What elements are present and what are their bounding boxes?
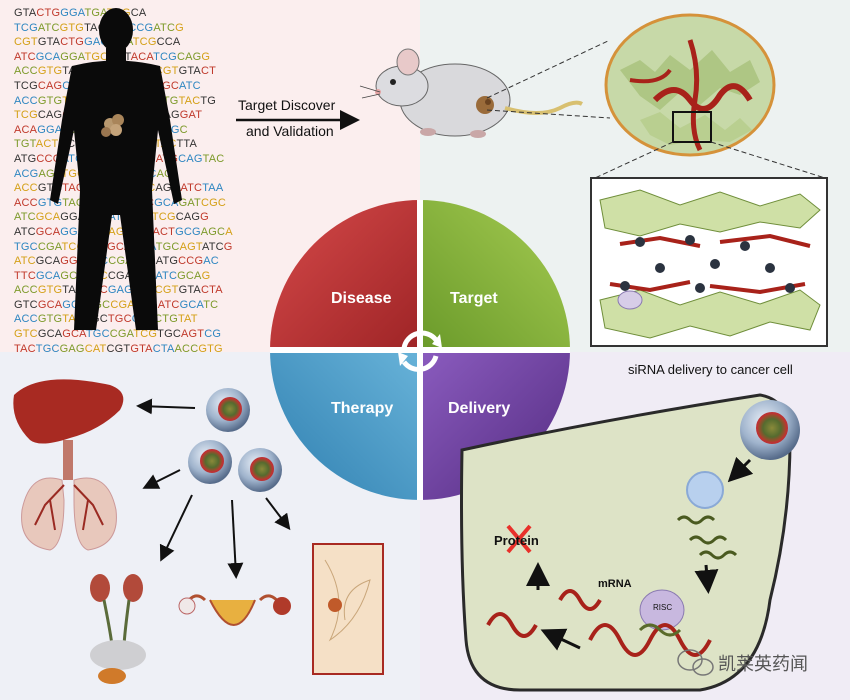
quadrant-delivery <box>420 350 570 500</box>
kidneys-icon <box>90 574 146 684</box>
endosome <box>686 471 724 509</box>
watermark-text: 凯莱英药闻 <box>718 654 808 674</box>
risc-label: RISC <box>653 603 673 612</box>
mrna-strand-small <box>558 589 602 611</box>
label-target: Target <box>450 290 498 307</box>
breast-tissue-icon <box>312 543 384 675</box>
dna-line: TACTGCGAGCATCGTGTACTAACCGTG <box>14 342 223 355</box>
tumor-oval <box>604 13 776 157</box>
protein-label: Protein <box>494 533 539 548</box>
uterus-icon <box>178 594 291 626</box>
label-disease: Disease <box>331 290 392 307</box>
dna-line: GTCGCAGCATGCCGATCGTGCAGTCG <box>14 328 222 341</box>
lungs-icon <box>21 440 117 551</box>
quadrant-target <box>420 200 570 350</box>
dna-line: ATCGCAGGATGCAGTACATCGCAGG <box>14 50 211 63</box>
protein-blocked-x <box>506 524 532 554</box>
nanoparticle-delivery <box>740 400 800 460</box>
tumor-in-body <box>101 114 124 137</box>
mrna-strand-left <box>486 612 538 638</box>
mouse-illustration <box>359 48 583 138</box>
nanoparticle-1 <box>206 388 250 432</box>
sirna-strands <box>676 515 738 560</box>
tissue-zoom-box <box>590 177 828 347</box>
quadrant-therapy <box>270 350 420 500</box>
liver-icon <box>13 379 124 444</box>
mrna-label: mRNA <box>598 578 632 590</box>
nanoparticle-3 <box>238 448 282 492</box>
cell-title: siRNA delivery to cancer cell <box>628 362 793 377</box>
target-discover-line1: Target Discover <box>238 97 336 113</box>
mrna-strand-main <box>588 623 712 657</box>
central-cycle <box>270 200 570 500</box>
label-therapy: Therapy <box>331 400 394 417</box>
cancer-cell <box>460 393 792 692</box>
quadrant-disease <box>270 200 420 350</box>
human-silhouette <box>50 8 182 330</box>
cycle-arrow-bottom <box>401 355 439 372</box>
wechat-icon <box>677 649 714 676</box>
nanoparticle-2 <box>188 440 232 484</box>
target-discover-line2: and Validation <box>246 123 334 139</box>
label-delivery: Delivery <box>448 400 511 417</box>
cycle-arrow-top <box>401 330 438 349</box>
